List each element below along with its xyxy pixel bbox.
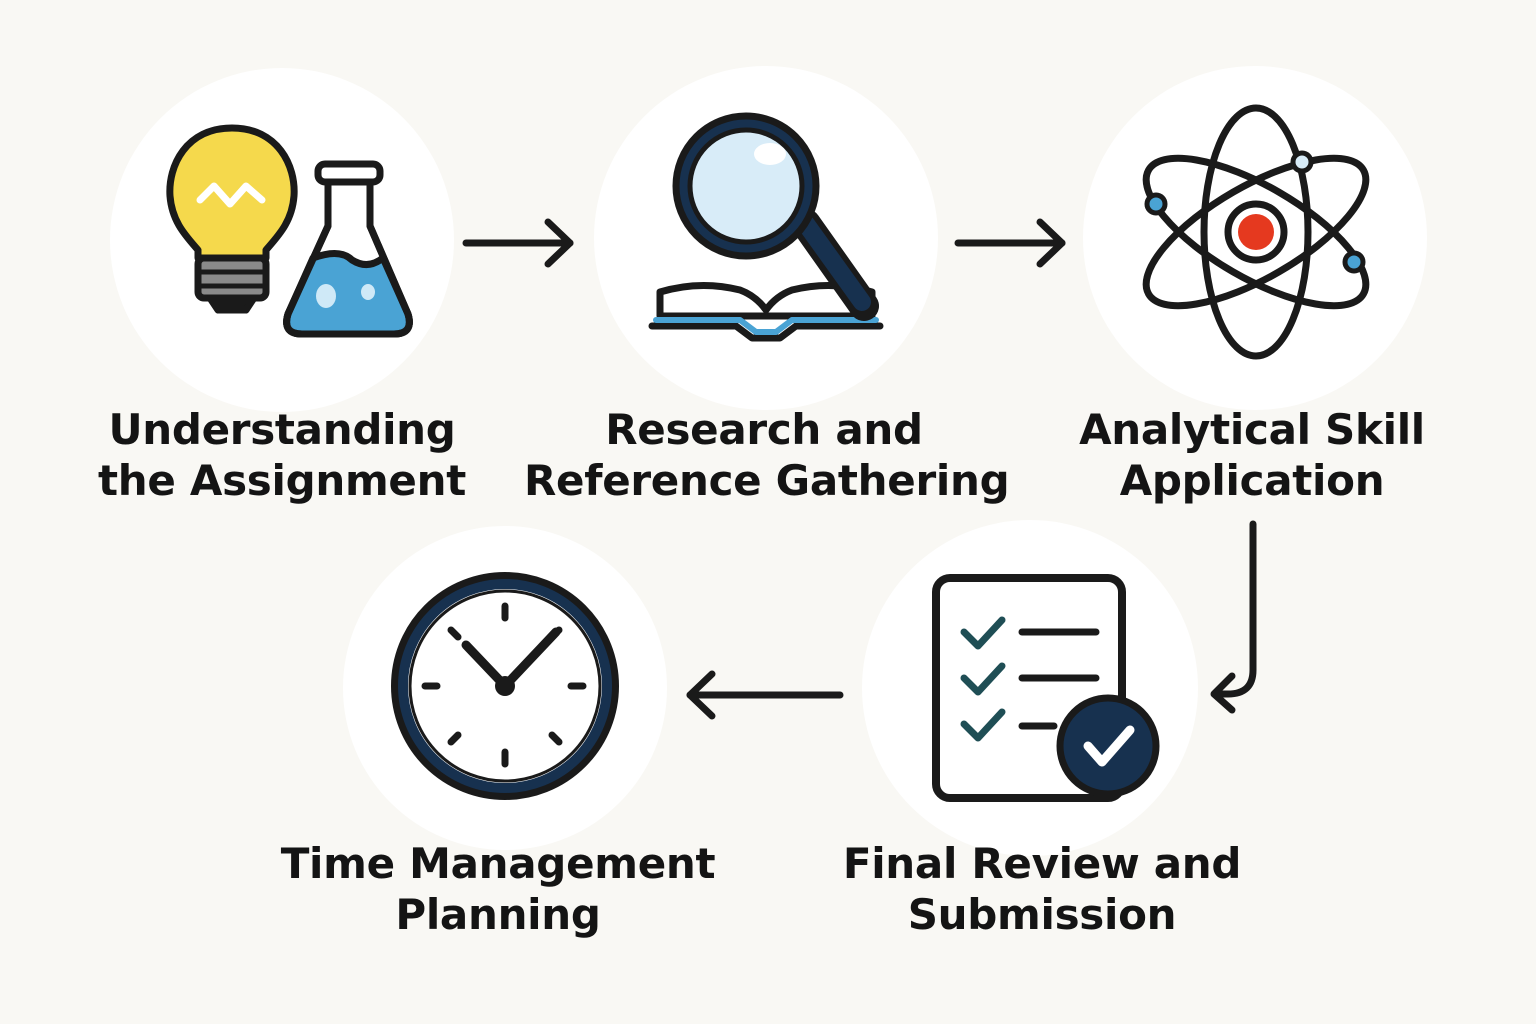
arrow-left [686,670,844,720]
step-label-time-management-line2: Planning [395,890,601,939]
lightbulb-icon [166,124,298,314]
step-label-research-line2: Reference Gathering [524,456,1010,505]
step-label-final-review-line1: Final Review and [842,839,1242,888]
step-label-analytical-line1: Analytical Skill [1079,405,1425,454]
step-label-time-management-line1: Time Management [280,839,716,888]
arrow-down-curved [1210,520,1257,714]
arrow-right-2 [954,218,1066,268]
arrow-right-1 [462,218,574,268]
step-label-understanding-line2: the Assignment [98,456,466,505]
flask-icon [283,160,413,338]
checklist-icon [932,574,1160,802]
atom-icon [1142,104,1370,360]
step-label-understanding-line1: Understanding [108,405,456,454]
step-label-research: Research and Reference Gathering [524,404,1010,506]
magnifier-icon [672,112,879,321]
clock-icon [391,572,619,800]
open-book-icon [648,282,884,342]
step-label-final-review-line2: Submission [907,890,1177,939]
step-label-time-management: Time Management Planning [258,838,738,940]
step-label-understanding: Understanding the Assignment [42,404,522,506]
step-label-final-review: Final Review and Submission [802,838,1282,940]
step-label-analytical: Analytical Skill Application [1012,404,1492,506]
step-circle-understanding [110,68,454,412]
step-label-analytical-line2: Application [1119,456,1385,505]
step-label-research-line1: Research and [605,405,923,454]
